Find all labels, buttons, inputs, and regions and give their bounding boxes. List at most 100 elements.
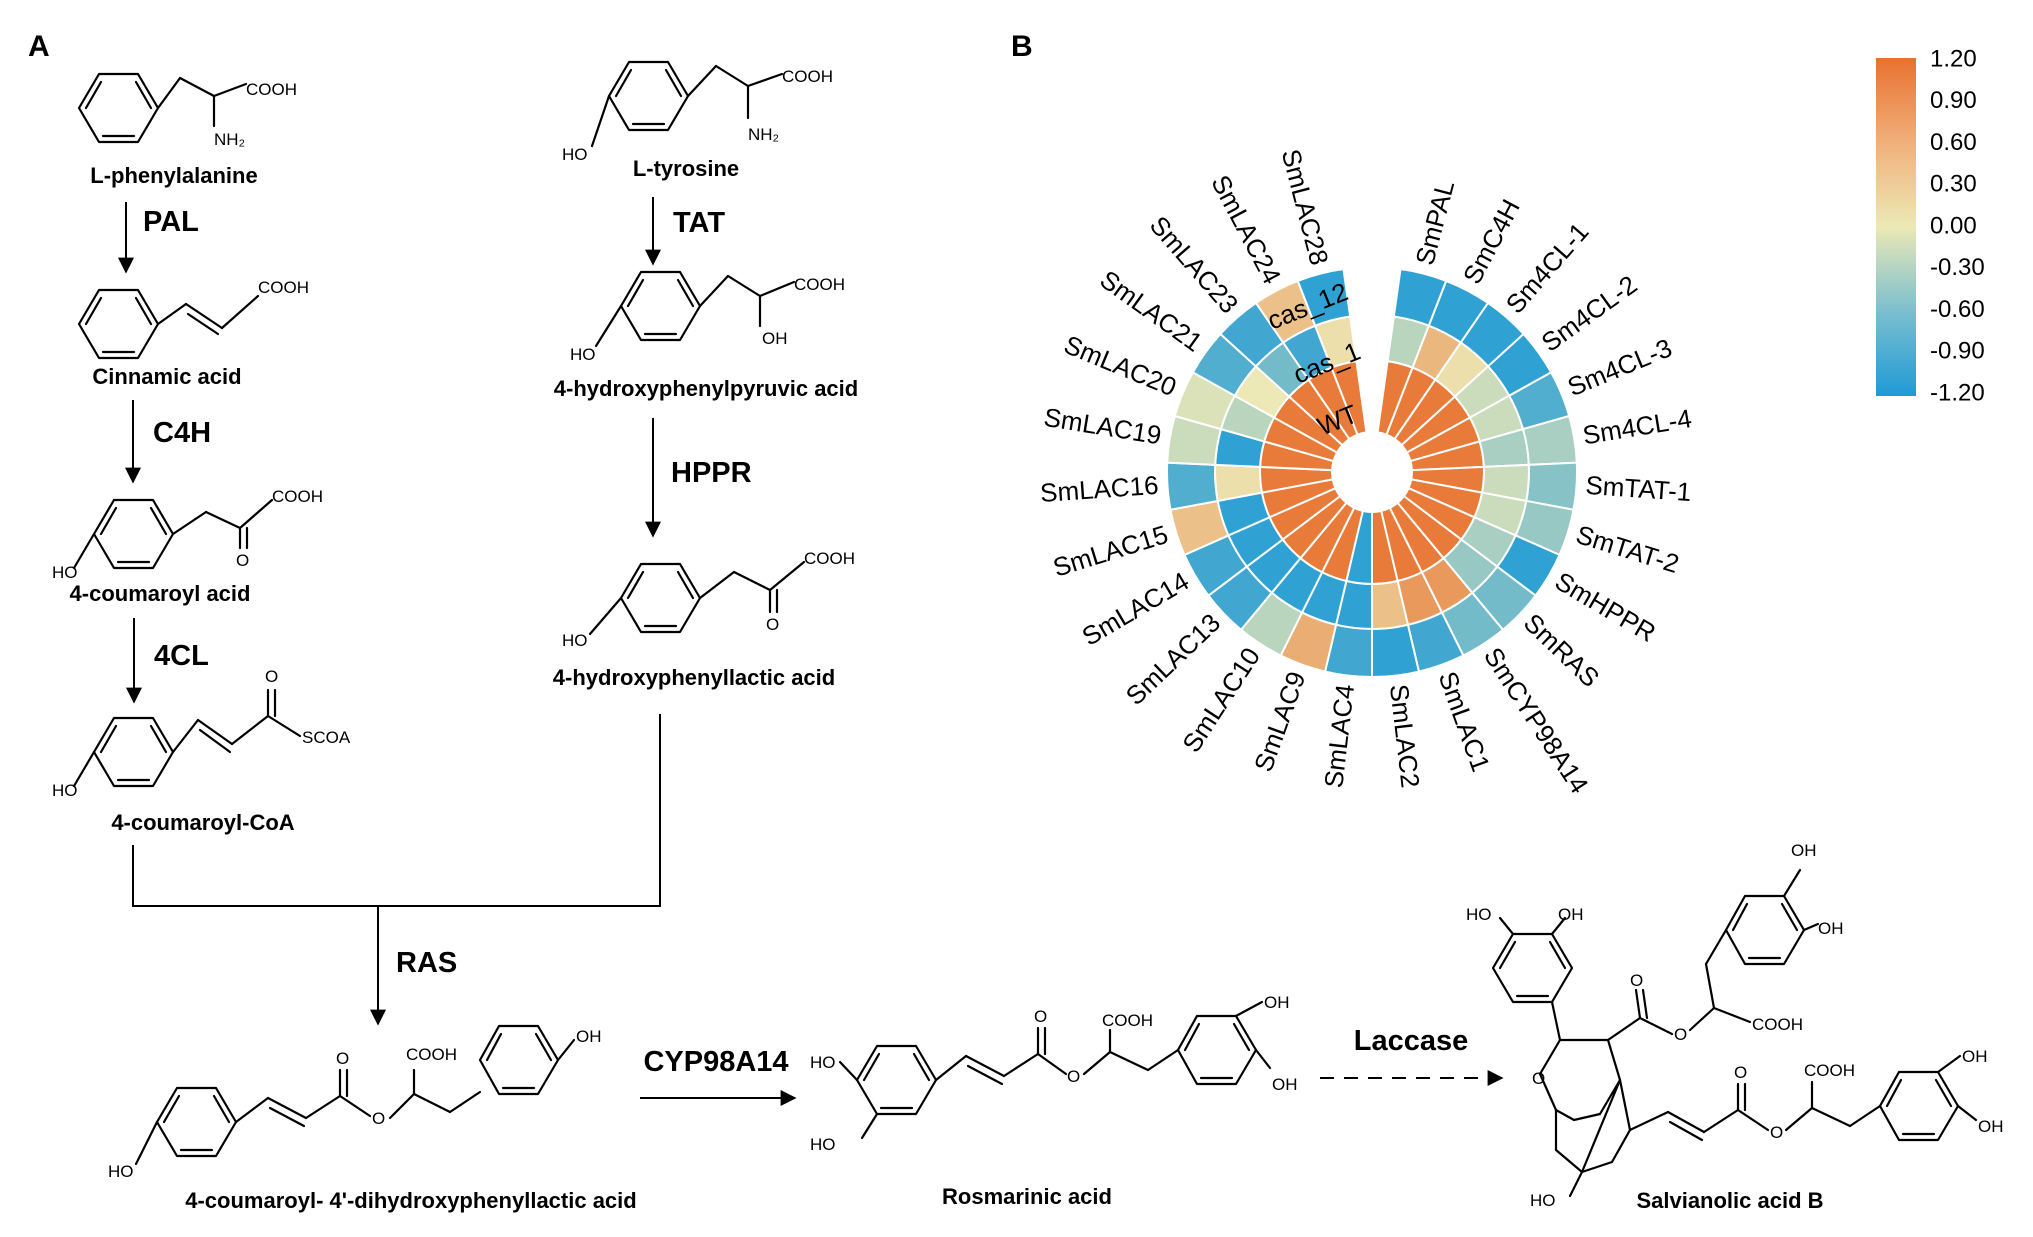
compound-label-cinnamic-acid: Cinnamic acid	[92, 364, 241, 389]
compound-label-coumaroyl-acid: 4-coumaroyl acid	[70, 581, 251, 606]
group-label: HO	[52, 781, 78, 800]
colorbar-tick-label: 1.20	[1930, 45, 1977, 72]
colorbar-gradient	[1876, 58, 1916, 396]
group-label: SCOA	[302, 728, 351, 747]
group-label: NH₂	[748, 125, 779, 144]
structure-rosmarinic-acid: HO HO O O COOH OH OH	[810, 993, 1298, 1154]
group-label: OH	[1791, 841, 1817, 860]
structure-cinnamic-acid: COOH	[77, 278, 309, 360]
enzyme-label-hppr: HPPR	[671, 457, 752, 489]
group-label: HO	[108, 1162, 134, 1181]
gene-label: SmLAC19	[1042, 402, 1164, 451]
colorbar: 1.20 0.90 0.60 0.30 0.00 -0.30 -0.60 -0.90 -1.20	[1876, 45, 1985, 406]
structure-coumaroyl-dihydroxyphenyllactic-acid: HO O O COOH OH	[108, 1024, 602, 1181]
group-label: COOH	[272, 487, 323, 506]
group-label: NH₂	[214, 130, 245, 149]
group-label: O	[1532, 1069, 1545, 1088]
gene-label: SmLAC2	[1384, 683, 1426, 790]
group-label: HO	[1466, 905, 1492, 924]
group-label: COOH	[794, 275, 845, 294]
gene-label: SmLAC4	[1318, 683, 1360, 790]
compound-label-rosmarinic-acid: Rosmarinic acid	[942, 1184, 1112, 1209]
compound-label-coumaroyl-coa: 4-coumaroyl-CoA	[111, 810, 294, 835]
enzyme-label-tat: TAT	[673, 207, 725, 239]
gene-label: Sm4CL-3	[1563, 332, 1676, 402]
colorbar-tick-label: 0.90	[1930, 87, 1977, 114]
group-label: O	[1770, 1123, 1783, 1142]
colorbar-tick-label: 0.30	[1930, 171, 1977, 198]
structure-salvianolic-acid-b: HO OH OH OH O O COOH O HO O O COOH OH OH	[1466, 841, 2004, 1210]
group-label: OH	[1978, 1117, 2004, 1136]
panel-label-b: B	[1011, 30, 1033, 63]
enzyme-label-c4h: C4H	[153, 417, 211, 449]
gene-label: SmTAT-2	[1573, 519, 1683, 579]
gene-label: Sm4CL-4	[1580, 403, 1693, 450]
gene-label: SmTAT-1	[1585, 470, 1693, 507]
structure-tyrosine: HO COOH NH₂	[562, 60, 833, 164]
group-label: COOH	[1752, 1015, 1803, 1034]
structure-phenylalanine: COOH NH₂	[77, 72, 297, 149]
group-label: OH	[1264, 993, 1290, 1012]
pathway-diagram: COOH NH₂ L-phenylalanine PAL COOH Cinnam…	[52, 60, 2004, 1213]
compound-label-hydroxyphenyllactic-acid: 4-hydroxyphenyllactic acid	[553, 665, 835, 690]
group-label: COOH	[804, 549, 855, 568]
group-label: HO	[562, 145, 588, 164]
colorbar-tick-label: -0.60	[1930, 296, 1985, 323]
gene-label: SmLAC15	[1049, 519, 1171, 583]
gene-label: SmLAC1	[1433, 667, 1497, 775]
compound-label-coumaroyl-dihydroxyphenyllactic-acid: 4-coumaroyl- 4'-dihydroxyphenyllactic ac…	[185, 1188, 636, 1213]
group-label: HO	[570, 345, 596, 364]
heatmap-cell	[1166, 461, 1219, 511]
compound-label-salvianolic-acid-b: Salvianolic acid B	[1636, 1188, 1823, 1213]
structure-coumaroyl-acid: HO O COOH	[52, 487, 323, 582]
circular-heatmap: SmPALSmC4HSm4CL-1Sm4CL-2Sm4CL-3Sm4CL-4Sm…	[1039, 146, 1694, 799]
group-label: O	[1630, 971, 1643, 990]
colorbar-tick-label: -0.90	[1930, 338, 1985, 365]
colorbar-tick-label: -1.20	[1930, 379, 1985, 406]
structure-hydroxyphenylpyruvic-acid: HO COOH OH	[570, 270, 845, 364]
group-label: COOH	[782, 67, 833, 86]
structure-hydroxyphenyllactic-acid: HO O COOH	[562, 549, 855, 650]
group-label: HO	[52, 563, 78, 582]
enzyme-label-laccase: Laccase	[1354, 1025, 1469, 1057]
colorbar-tick-label: 0.00	[1930, 212, 1977, 239]
group-label: O	[1734, 1063, 1747, 1082]
group-label: OH	[1272, 1075, 1298, 1094]
group-label: O	[372, 1109, 385, 1128]
group-label: HO	[562, 631, 588, 650]
group-label: O	[236, 551, 249, 570]
enzyme-label-cyp98a14: CYP98A14	[643, 1046, 788, 1078]
gene-label: SmLAC20	[1060, 329, 1181, 402]
group-label: HO	[810, 1135, 836, 1154]
compound-label-tyrosine: L-tyrosine	[633, 156, 739, 181]
gene-label: SmLAC9	[1248, 667, 1312, 775]
heatmap-cell	[1296, 267, 1352, 327]
group-label: HO	[1530, 1191, 1556, 1210]
group-label: O	[336, 1049, 349, 1068]
gene-label: SmLAC28	[1276, 146, 1335, 268]
enzyme-label-ras: RAS	[396, 947, 457, 979]
group-label: COOH	[246, 80, 297, 99]
panel-label-a: A	[28, 30, 50, 63]
enzyme-label-4cl: 4CL	[154, 640, 209, 672]
gene-label: SmLAC16	[1039, 470, 1159, 508]
compound-label-phenylalanine: L-phenylalanine	[90, 163, 257, 188]
colorbar-tick-label: 0.60	[1930, 129, 1977, 156]
gene-label: SmC4H	[1457, 194, 1526, 288]
colorbar-tick-label: -0.30	[1930, 254, 1985, 281]
group-label: O	[766, 615, 779, 634]
group-label: OH	[576, 1027, 602, 1046]
group-label: O	[1067, 1067, 1080, 1086]
group-label: OH	[1558, 905, 1584, 924]
group-label: OH	[1818, 919, 1844, 938]
group-label: O	[1034, 1007, 1047, 1026]
compound-label-hydroxyphenylpyruvic-acid: 4-hydroxyphenylpyruvic acid	[554, 376, 858, 401]
group-label: COOH	[1102, 1011, 1153, 1030]
group-label: COOH	[406, 1045, 457, 1064]
gene-label: SmRAS	[1518, 607, 1606, 693]
structure-coumaroyl-coa: HO O SCOA	[52, 667, 351, 800]
enzyme-label-pal: PAL	[143, 206, 199, 238]
gene-label: SmPAL	[1409, 177, 1460, 268]
merge-connector	[132, 714, 661, 907]
